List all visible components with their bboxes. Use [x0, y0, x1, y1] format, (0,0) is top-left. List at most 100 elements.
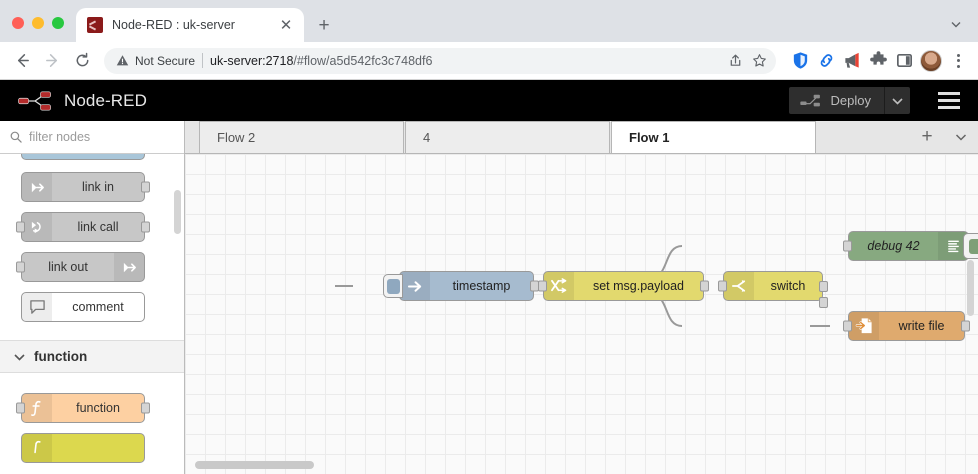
- deploy-label: Deploy: [830, 93, 871, 108]
- deploy-dropdown-button[interactable]: [884, 87, 910, 114]
- canvas-vertical-scrollbar[interactable]: [967, 260, 974, 316]
- link-in-icon: [22, 173, 52, 201]
- node-input-port[interactable]: [16, 261, 25, 273]
- palette-node-function[interactable]: function: [16, 393, 150, 423]
- omnibox-actions: [724, 50, 770, 72]
- palette-scrollbar[interactable]: [174, 190, 181, 234]
- app-title: Node-RED: [64, 90, 147, 110]
- debug-toggle-button[interactable]: [963, 233, 978, 259]
- node-output-port[interactable]: [141, 402, 150, 414]
- node-output-port[interactable]: [141, 221, 150, 233]
- flow-node-write-file[interactable]: write file: [843, 311, 970, 341]
- palette-node-link-out[interactable]: link out: [16, 252, 145, 282]
- browser-toolbar: Not Secure uk-server:2718/#flow/a5d542fc…: [0, 42, 978, 80]
- three-dot-menu-icon[interactable]: [948, 53, 968, 68]
- palette-sidebar: filter nodes link in: [0, 121, 185, 474]
- flow-tab-flow-1[interactable]: Flow 1: [611, 121, 816, 153]
- palette-node-label: link call: [77, 220, 119, 234]
- link-icon[interactable]: [816, 51, 836, 71]
- palette-category-function[interactable]: function: [0, 340, 184, 373]
- node-input-port[interactable]: [16, 221, 25, 233]
- flow-tab-4[interactable]: 4: [405, 121, 610, 153]
- node-input-port[interactable]: [16, 402, 25, 414]
- flow-node-label: write file: [898, 319, 945, 333]
- search-icon: [10, 131, 22, 143]
- add-flow-button[interactable]: +: [921, 126, 933, 147]
- flow-tabs: Flow 2 4 Flow 1 +: [185, 121, 978, 154]
- chevron-down-icon[interactable]: [942, 10, 970, 38]
- canvas-horizontal-scrollbar[interactable]: [195, 461, 314, 469]
- extension-icons: [784, 49, 968, 72]
- flow-node-switch[interactable]: switch: [718, 271, 828, 308]
- node-input-port[interactable]: [843, 320, 852, 332]
- side-panel-icon[interactable]: [894, 51, 914, 71]
- palette-node-label: function: [76, 401, 120, 415]
- flow-menu-button[interactable]: [944, 121, 978, 153]
- megaphone-icon[interactable]: [842, 51, 862, 71]
- main-menu-button[interactable]: [932, 85, 966, 117]
- node-input-port[interactable]: [538, 280, 547, 292]
- deploy-button[interactable]: Deploy: [788, 87, 884, 114]
- palette-node-label: link in: [82, 180, 114, 194]
- node-output-port[interactable]: [700, 280, 709, 292]
- flow-node-label: debug 42: [867, 239, 920, 253]
- palette-node-list: link in link call link out: [0, 154, 184, 474]
- window-controls: [10, 17, 76, 42]
- palette-node-comment[interactable]: comment: [21, 292, 145, 322]
- browser-tab[interactable]: Node-RED : uk-server ✕: [76, 8, 304, 42]
- reload-icon[interactable]: [68, 47, 96, 75]
- change-icon: [544, 272, 574, 300]
- palette-category-label: function: [34, 349, 88, 364]
- palette-search[interactable]: filter nodes: [0, 121, 184, 154]
- node-input-port[interactable]: [718, 280, 727, 292]
- warning-triangle-icon: [116, 54, 129, 67]
- switch-icon: [22, 434, 52, 462]
- flow-canvas[interactable]: timestamp set msg.payload: [185, 154, 978, 474]
- url-host: uk-server:2718: [210, 53, 294, 68]
- workspace: Flow 2 4 Flow 1 +: [185, 121, 978, 474]
- flow-tab-flow-2[interactable]: Flow 2: [199, 121, 404, 153]
- node-red-logo-icon: [18, 91, 51, 110]
- flow-node-label: switch: [770, 279, 806, 293]
- node-red-app: Node-RED Deploy: [0, 80, 978, 474]
- share-icon[interactable]: [724, 50, 746, 72]
- address-bar[interactable]: Not Secure uk-server:2718/#flow/a5d542fc…: [104, 47, 776, 74]
- shield-icon[interactable]: [790, 51, 810, 71]
- star-icon[interactable]: [748, 50, 770, 72]
- deploy-group: Deploy: [788, 87, 910, 114]
- node-output-port[interactable]: [141, 181, 150, 193]
- security-indicator[interactable]: Not Secure: [116, 54, 195, 68]
- function-icon: [22, 394, 52, 422]
- deploy-icon: [799, 94, 820, 106]
- link-call-icon: [22, 213, 52, 241]
- back-icon[interactable]: [8, 47, 36, 75]
- flow-node-timestamp[interactable]: timestamp: [383, 271, 539, 301]
- forward-icon[interactable]: [38, 47, 66, 75]
- node-input-port[interactable]: [843, 240, 852, 252]
- minimize-window-button[interactable]: [32, 17, 44, 29]
- palette-node-clipped-bottom[interactable]: [21, 433, 145, 463]
- flow-node-set-msg-payload[interactable]: set msg.payload: [538, 271, 709, 301]
- avatar[interactable]: [920, 49, 942, 72]
- inject-trigger-button[interactable]: [383, 274, 403, 298]
- node-red-logo: Node-RED: [16, 90, 147, 112]
- inject-icon: [400, 272, 430, 300]
- maximize-window-button[interactable]: [52, 17, 64, 29]
- flow-wires: [335, 245, 830, 327]
- flow-node-debug-42[interactable]: debug 42: [843, 231, 978, 261]
- puzzle-icon[interactable]: [868, 51, 888, 71]
- node-red-favicon: [87, 17, 103, 33]
- palette-node-link-in[interactable]: link in: [21, 172, 150, 202]
- flow-node-label: set msg.payload: [592, 279, 685, 293]
- palette-node-link-call[interactable]: link call: [16, 212, 150, 242]
- close-icon[interactable]: ✕: [279, 16, 293, 34]
- file-write-icon: [849, 312, 879, 340]
- new-tab-button[interactable]: +: [318, 14, 330, 36]
- flow-node-label: timestamp: [452, 279, 511, 293]
- node-output-port[interactable]: [961, 320, 970, 332]
- node-output-port-2[interactable]: [819, 297, 828, 308]
- palette-node-label: comment: [72, 300, 124, 314]
- node-output-port-1[interactable]: [819, 281, 828, 292]
- close-window-button[interactable]: [12, 17, 24, 29]
- palette-node-clipped-top[interactable]: [21, 154, 145, 160]
